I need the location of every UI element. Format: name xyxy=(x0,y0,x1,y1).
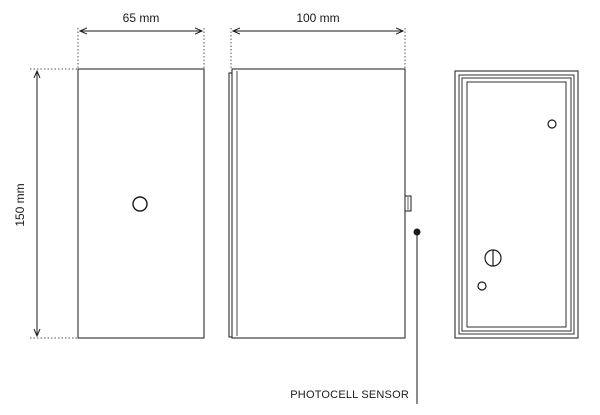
back-view-frame-2 xyxy=(461,77,572,332)
depth-dimension: 100 mm xyxy=(230,11,406,68)
height-dimension-label: 150 mm xyxy=(13,183,27,226)
width-dimension: 65 mm xyxy=(77,11,205,68)
side-view-body xyxy=(231,68,406,339)
back-view xyxy=(454,70,579,339)
depth-dimension-label: 100 mm xyxy=(296,11,339,25)
back-mounting-hole-bottom xyxy=(477,281,487,291)
front-view xyxy=(77,68,205,339)
height-dimension: 150 mm xyxy=(13,68,77,339)
front-photocell-circle xyxy=(132,196,148,212)
side-view xyxy=(228,68,412,339)
photocell-callout: PHOTOCELL SENSOR xyxy=(290,228,421,404)
width-dimension-label: 65 mm xyxy=(123,11,160,25)
back-view-panel xyxy=(466,81,567,328)
photocell-sensor-label: PHOTOCELL SENSOR xyxy=(290,389,409,401)
front-view-body xyxy=(77,68,205,339)
back-view-frame-1 xyxy=(458,74,575,335)
back-view-outer xyxy=(454,70,579,339)
back-mounting-hole-top xyxy=(547,119,557,129)
